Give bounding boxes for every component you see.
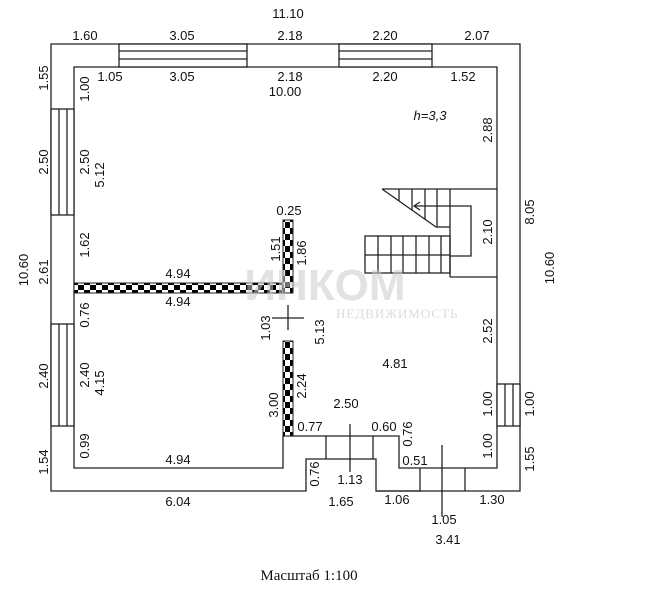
inner-wall — [73, 66, 498, 469]
dim-label: 1.00 — [77, 76, 92, 101]
dim-label: 0.76 — [400, 421, 415, 446]
window-top-1 — [118, 43, 248, 68]
dim-label: 0.77 — [297, 419, 322, 434]
dim-label: 3.05 — [169, 69, 194, 84]
dim-label: 1.03 — [258, 315, 273, 340]
dim-label: 0.99 — [77, 433, 92, 458]
dim-label: 4.94 — [165, 294, 190, 309]
ceiling-height: h=3,3 — [414, 108, 448, 123]
dim-label: 3.05 — [169, 28, 194, 43]
dim-label: 0.51 — [402, 453, 427, 468]
dim-label: 1.00 — [480, 391, 495, 416]
dim-label: 2.24 — [294, 373, 309, 398]
dimension-labels: 11.10 1.60 3.05 2.18 2.20 2.07 1.05 3.05… — [16, 6, 557, 547]
dim-label: 1.13 — [337, 472, 362, 487]
watermark-brand: ИНКОМ — [244, 261, 405, 310]
dim-label: 1.06 — [384, 492, 409, 507]
dim-label: 1.54 — [36, 449, 51, 474]
dim-label: 1.60 — [72, 28, 97, 43]
dim-label: 2.52 — [480, 318, 495, 343]
arrow-left-icon — [412, 201, 421, 211]
dim-label: 1.00 — [480, 433, 495, 458]
dim-label: 3.41 — [435, 532, 460, 547]
outer-wall — [50, 43, 521, 492]
dim-label: 10.00 — [269, 84, 302, 99]
window-right — [496, 383, 521, 427]
window-top-2 — [338, 43, 433, 68]
dim-label: 2.20 — [372, 69, 397, 84]
dim-label: 3.00 — [266, 392, 281, 417]
watermark-sub: НЕДВИЖИМОСТЬ — [336, 306, 458, 321]
dim-label: 2.40 — [36, 363, 51, 388]
partition-vertical-upper — [282, 219, 294, 294]
partition-vertical-lower — [282, 340, 294, 437]
dim-label: 4.15 — [92, 370, 107, 395]
dim-label: 2.88 — [480, 117, 495, 142]
dim-label: 8.05 — [522, 199, 537, 224]
dim-label: 1.05 — [431, 512, 456, 527]
dim-label: 1.30 — [479, 492, 504, 507]
dim-label: 6.04 — [165, 494, 190, 509]
dim-label: 2.18 — [277, 69, 302, 84]
entrance-porch — [325, 424, 466, 517]
dim-label: 2.20 — [372, 28, 397, 43]
dim-label: 1.05 — [97, 69, 122, 84]
scale-caption: Масштаб 1:100 — [260, 568, 357, 584]
dim-label: 2.10 — [480, 219, 495, 244]
dim-label: 10.60 — [542, 252, 557, 285]
dim-label: 2.61 — [36, 259, 51, 284]
dim-label: 2.50 — [36, 149, 51, 174]
dim-label: 2.50 — [77, 149, 92, 174]
dim-label: 1.62 — [77, 232, 92, 257]
dim-label: 4.94 — [165, 452, 190, 467]
dim-label: 1.65 — [328, 494, 353, 509]
dim-label: 4.94 — [165, 266, 190, 281]
dim-label: 2.18 — [277, 28, 302, 43]
dim-label: 1.51 — [268, 236, 283, 261]
window-left-2 — [50, 323, 75, 427]
dim-label: 2.07 — [464, 28, 489, 43]
dim-label: 1.52 — [450, 69, 475, 84]
dim-label: 0.76 — [307, 461, 322, 486]
dim-label: 0.25 — [276, 203, 301, 218]
window-left-1 — [50, 108, 75, 216]
dim-label: 5.12 — [92, 162, 107, 187]
dim-label: 0.60 — [371, 419, 396, 434]
dim-label: 1.55 — [522, 446, 537, 471]
dim-label: 2.50 — [333, 396, 358, 411]
dim-label: 2.40 — [77, 362, 92, 387]
dim-label: 10.60 — [16, 254, 31, 287]
dim-label: 1.00 — [522, 391, 537, 416]
dim-label: 4.81 — [382, 356, 407, 371]
dim-label: 1.86 — [294, 240, 309, 265]
dim-label: 0.76 — [77, 302, 92, 327]
dim-label: 1.55 — [36, 65, 51, 90]
staircase — [364, 188, 497, 278]
dim-label: 5.13 — [312, 319, 327, 344]
dim-label: 11.10 — [272, 6, 304, 21]
